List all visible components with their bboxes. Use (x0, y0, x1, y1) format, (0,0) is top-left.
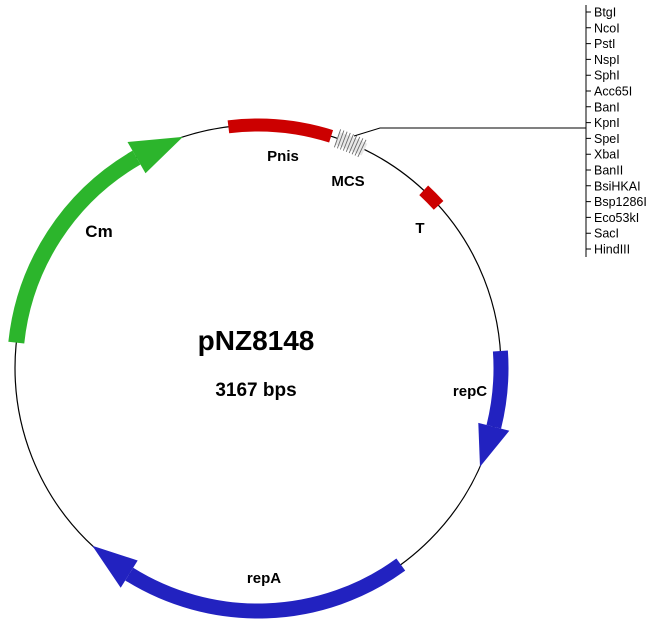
enzyme-label: NcoI (594, 21, 620, 35)
feature-label-terminator: T (415, 220, 424, 237)
feature-label-pnis: Pnis (267, 148, 299, 165)
enzyme-label: BanI (594, 100, 620, 114)
enzyme-label: KpnI (594, 116, 620, 130)
enzyme-label: BtgI (594, 6, 616, 20)
enzyme-label: NspI (594, 53, 620, 67)
mcs-leader-line (353, 127, 586, 137)
enzyme-label: SpeI (594, 132, 620, 146)
enzyme-label: XbaI (594, 148, 620, 162)
enzyme-label: Eco53kI (594, 211, 639, 225)
feature-arc-terminator (419, 185, 444, 210)
feature-arc-repc (486, 350, 509, 429)
feature-arc-cm (8, 150, 141, 344)
enzyme-label: BanII (594, 164, 623, 178)
enzyme-label: BsiHKAI (594, 179, 641, 193)
mcs-hatch-pattern (333, 129, 369, 159)
enzyme-label: HindIII (594, 243, 630, 257)
enzyme-ticks (586, 11, 591, 250)
enzyme-label: PstI (594, 37, 616, 51)
feature-arrowhead-repa (92, 545, 138, 588)
enzyme-label: SacI (594, 227, 619, 241)
feature-arrowhead-cm (127, 136, 183, 174)
feature-arrowhead-repc (478, 422, 510, 467)
feature-label-repc: repC (453, 383, 487, 400)
enzyme-label: Acc65I (594, 85, 632, 99)
feature-arc-repa (125, 558, 406, 619)
feature-label-cm: Cm (85, 222, 112, 241)
enzyme-label: SphI (594, 69, 620, 83)
feature-label-repa: repA (247, 570, 281, 587)
plasmid-size: 3167 bps (215, 380, 296, 401)
enzyme-label: Bsp1286I (594, 195, 647, 209)
feature-label-mcs: MCS (331, 173, 364, 190)
feature-arc-pnis (227, 118, 334, 143)
plasmid-name: pNZ8148 (198, 325, 315, 356)
